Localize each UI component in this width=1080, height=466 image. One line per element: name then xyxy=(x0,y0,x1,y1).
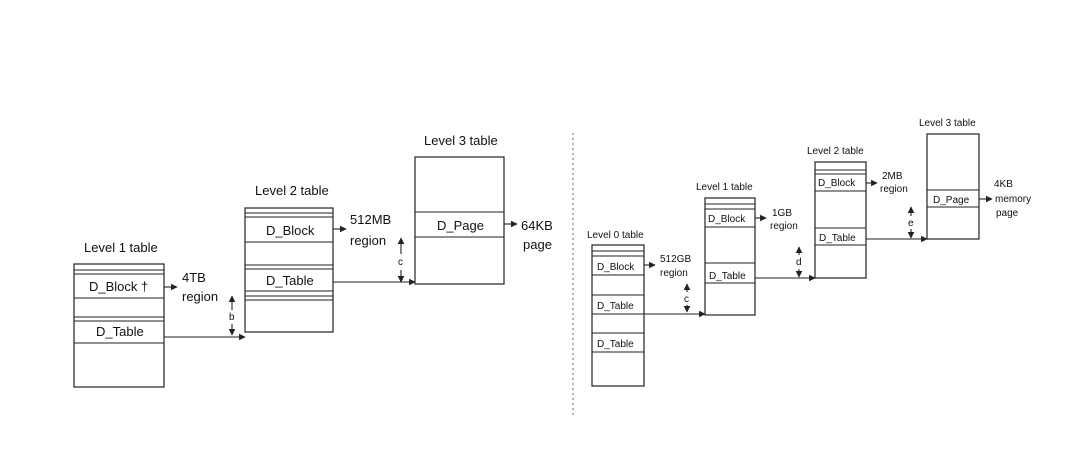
left-region-a-line2: region xyxy=(182,289,218,304)
left-region-b-line2: region xyxy=(350,233,386,248)
right-region-b-line1: 1GB xyxy=(772,208,792,219)
right-level1-table-entry: D_Table xyxy=(709,271,746,282)
left-region-b-line1: 512MB xyxy=(350,212,391,227)
right-offset-c: c xyxy=(684,294,689,305)
left-offset-c: c xyxy=(398,257,403,268)
right-level3-title: Level 3 table xyxy=(919,118,976,129)
right-page-line3: page xyxy=(996,208,1019,219)
right-region-a-line1: 512GB xyxy=(660,254,691,265)
left-level3-page-entry: D_Page xyxy=(437,218,484,233)
left-offset-b: b xyxy=(229,312,235,323)
right-region-c-line1: 2MB xyxy=(882,171,903,182)
left-level2-table xyxy=(244,207,334,333)
right-level0-table xyxy=(591,244,645,387)
left-level2-block-entry: D_Block xyxy=(266,223,315,238)
right-level0-title: Level 0 table xyxy=(587,230,644,241)
right-page-line2: memory xyxy=(995,194,1031,205)
right-level0-block-entry: D_Block xyxy=(597,262,635,273)
left-level3-title: Level 3 table xyxy=(424,133,498,148)
right-diagram: Level 0 table D_Block D_Table D_Table 51… xyxy=(587,118,1031,387)
right-offset-d: d xyxy=(796,257,802,268)
left-region-a-line1: 4TB xyxy=(182,270,206,285)
left-level1-title: Level 1 table xyxy=(84,240,158,255)
right-offset-e: e xyxy=(908,218,914,229)
right-level0-table-entry: D_Table xyxy=(597,301,634,312)
right-level1-title: Level 1 table xyxy=(696,182,753,193)
right-level3-page-entry: D_Page xyxy=(933,195,970,206)
left-page-line2: page xyxy=(523,237,552,252)
right-level2-title: Level 2 table xyxy=(807,146,864,157)
left-level1-block-entry: D_Block † xyxy=(89,279,148,294)
left-diagram: Level 1 table D_Block † D_Table 4TB regi… xyxy=(73,133,553,388)
left-level2-table-entry: D_Table xyxy=(266,273,314,288)
left-level1-table xyxy=(73,263,165,388)
right-page-line1: 4KB xyxy=(994,179,1013,190)
right-level2-table xyxy=(814,161,867,279)
left-level1-table-entry: D_Table xyxy=(96,324,144,339)
right-region-c-line2: region xyxy=(880,184,908,195)
right-level3-table xyxy=(926,133,980,240)
right-level1-table xyxy=(704,197,756,316)
left-page-line1: 64KB xyxy=(521,218,553,233)
left-level3-table xyxy=(414,156,505,285)
right-level2-table-entry: D_Table xyxy=(819,233,856,244)
right-level1-block-entry: D_Block xyxy=(708,214,746,225)
right-region-b-line2: region xyxy=(770,221,798,232)
right-level2-block-entry: D_Block xyxy=(818,178,856,189)
right-region-a-line2: region xyxy=(660,268,688,279)
left-level2-title: Level 2 table xyxy=(255,183,329,198)
right-level0-table-entry-2: D_Table xyxy=(597,339,634,350)
